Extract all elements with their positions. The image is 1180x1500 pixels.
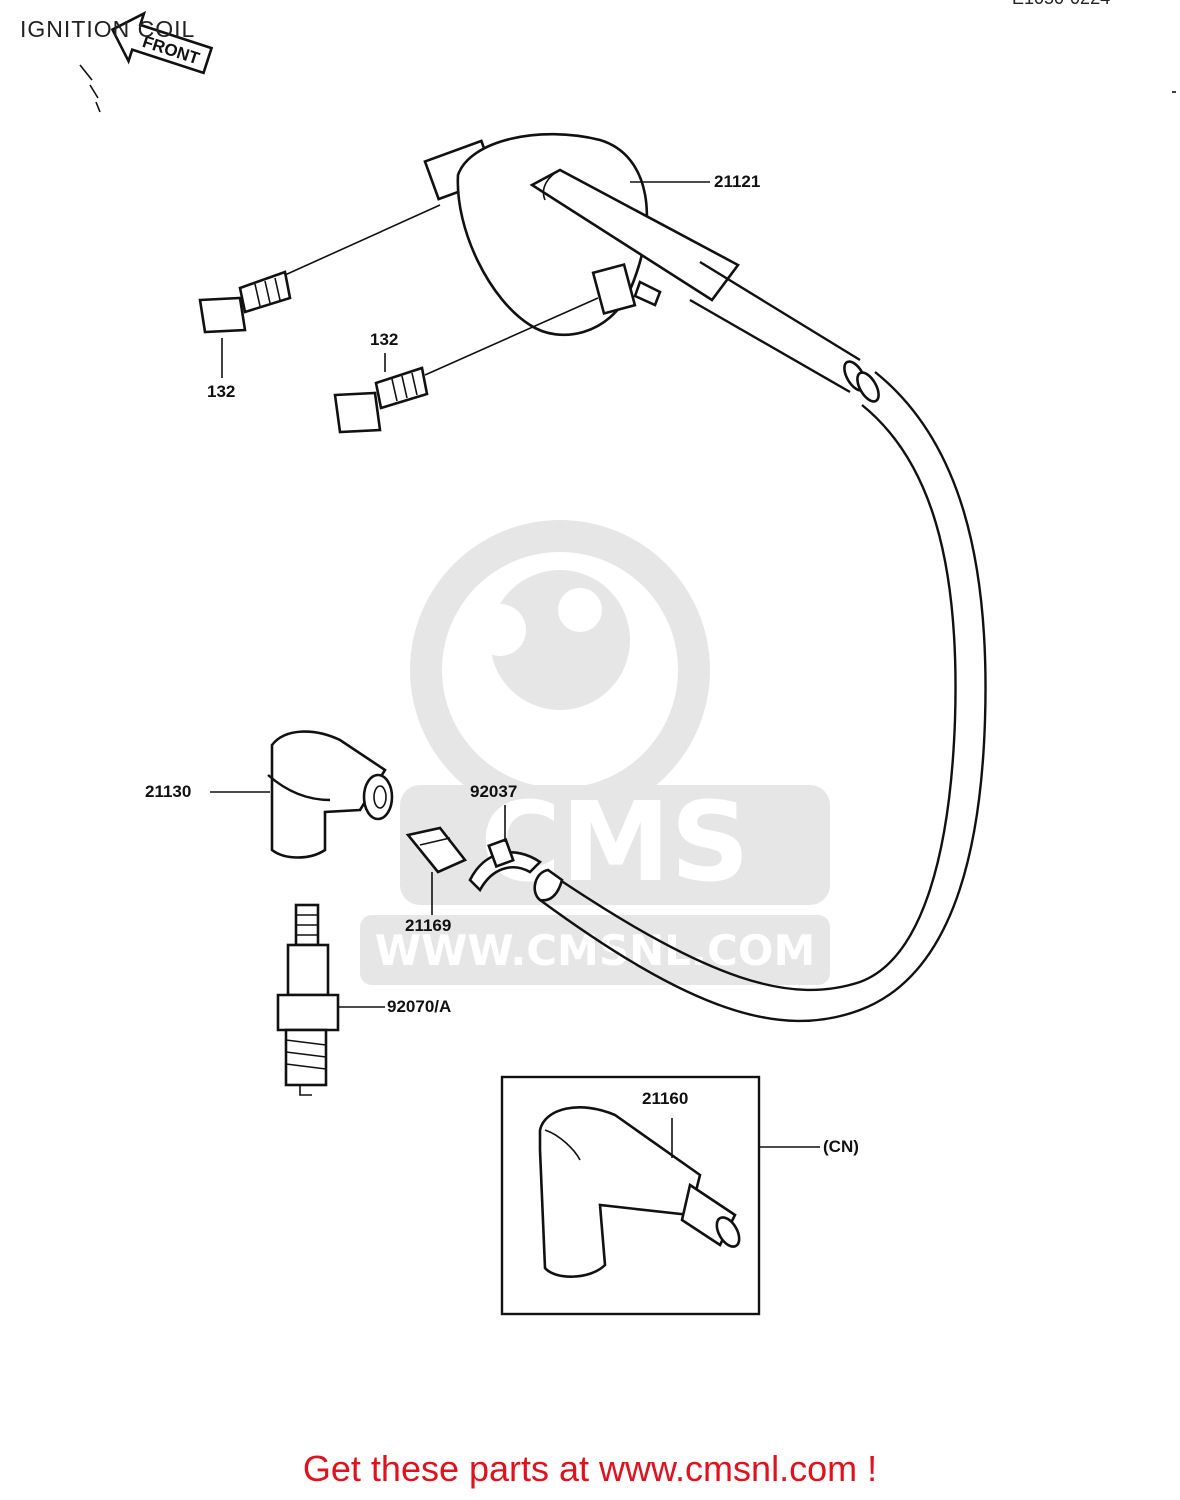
watermark: CMS WWW.CMSNL.COM <box>360 520 830 985</box>
spark-plug <box>276 903 340 1096</box>
leader-bolt-left-feed <box>284 204 441 276</box>
callout-clip: 92037 <box>470 782 518 801</box>
plug-cap <box>267 730 394 859</box>
footer-cta[interactable]: Get these parts at www.cmsnl.com ! <box>302 1448 878 1489</box>
callout-cap-cn: 21160 <box>642 1089 689 1108</box>
bolt-center <box>333 366 429 434</box>
leader-bolt-center-feed <box>424 297 599 376</box>
bolt-left <box>198 270 292 334</box>
ignition-coil <box>423 132 740 337</box>
callout-plug-cap: 21130 <box>145 782 192 801</box>
watermark-brand: CMS <box>480 778 749 906</box>
watermark-url: WWW.CMSNL.COM <box>375 926 816 975</box>
callout-bolt-left: 132 <box>207 382 236 401</box>
ht-lead <box>533 260 987 1023</box>
variant-box <box>500 1075 761 1316</box>
callout-coil: 21121 <box>714 172 761 191</box>
diagram-code: E1050-0224 <box>1012 0 1110 9</box>
callout-variant: (CN) <box>823 1137 859 1156</box>
clip <box>468 837 543 893</box>
callout-terminal: 21169 <box>405 916 452 935</box>
cap-cn <box>538 1106 741 1278</box>
terminal <box>405 826 468 874</box>
callout-bolt-center: 132 <box>370 330 399 349</box>
callout-spark-plug: 92070/A <box>387 997 452 1016</box>
diagram-title: IGNITION COIL <box>20 16 196 42</box>
front-arrow-dashes <box>79 64 101 113</box>
